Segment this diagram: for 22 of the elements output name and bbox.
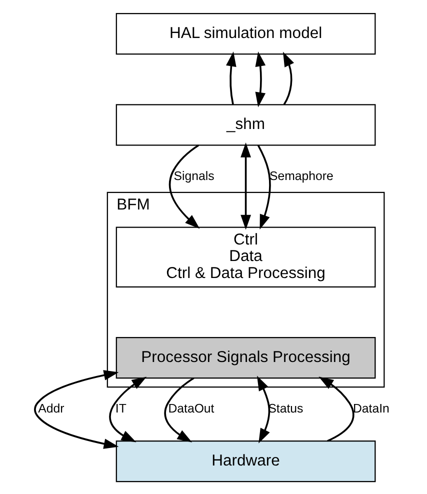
arrow [108, 376, 146, 442]
edge-label: DataOut [168, 401, 214, 416]
edge-label: DataIn [352, 401, 389, 416]
node-box: _shm [115, 104, 376, 146]
arrow [282, 51, 294, 104]
arrow [164, 376, 194, 442]
node-box: HAL simulation model [115, 12, 376, 54]
arrow [240, 142, 250, 230]
node-box: Ctrl Data Ctrl & Data Processing [115, 226, 376, 287]
arrow [256, 375, 270, 443]
edge-label: Signals [173, 168, 214, 182]
arrow [318, 376, 354, 442]
edge-label: Semaphore [269, 168, 333, 182]
arrow [168, 144, 200, 228]
arrow [256, 144, 270, 229]
edge-label: Addr [38, 401, 64, 416]
arrow [34, 370, 118, 448]
arrow [254, 50, 266, 107]
node-box: Hardware [115, 440, 376, 482]
edge-label: IT [114, 401, 126, 416]
node-box: Processor Signals Processing [115, 336, 376, 378]
arrow [226, 50, 236, 104]
